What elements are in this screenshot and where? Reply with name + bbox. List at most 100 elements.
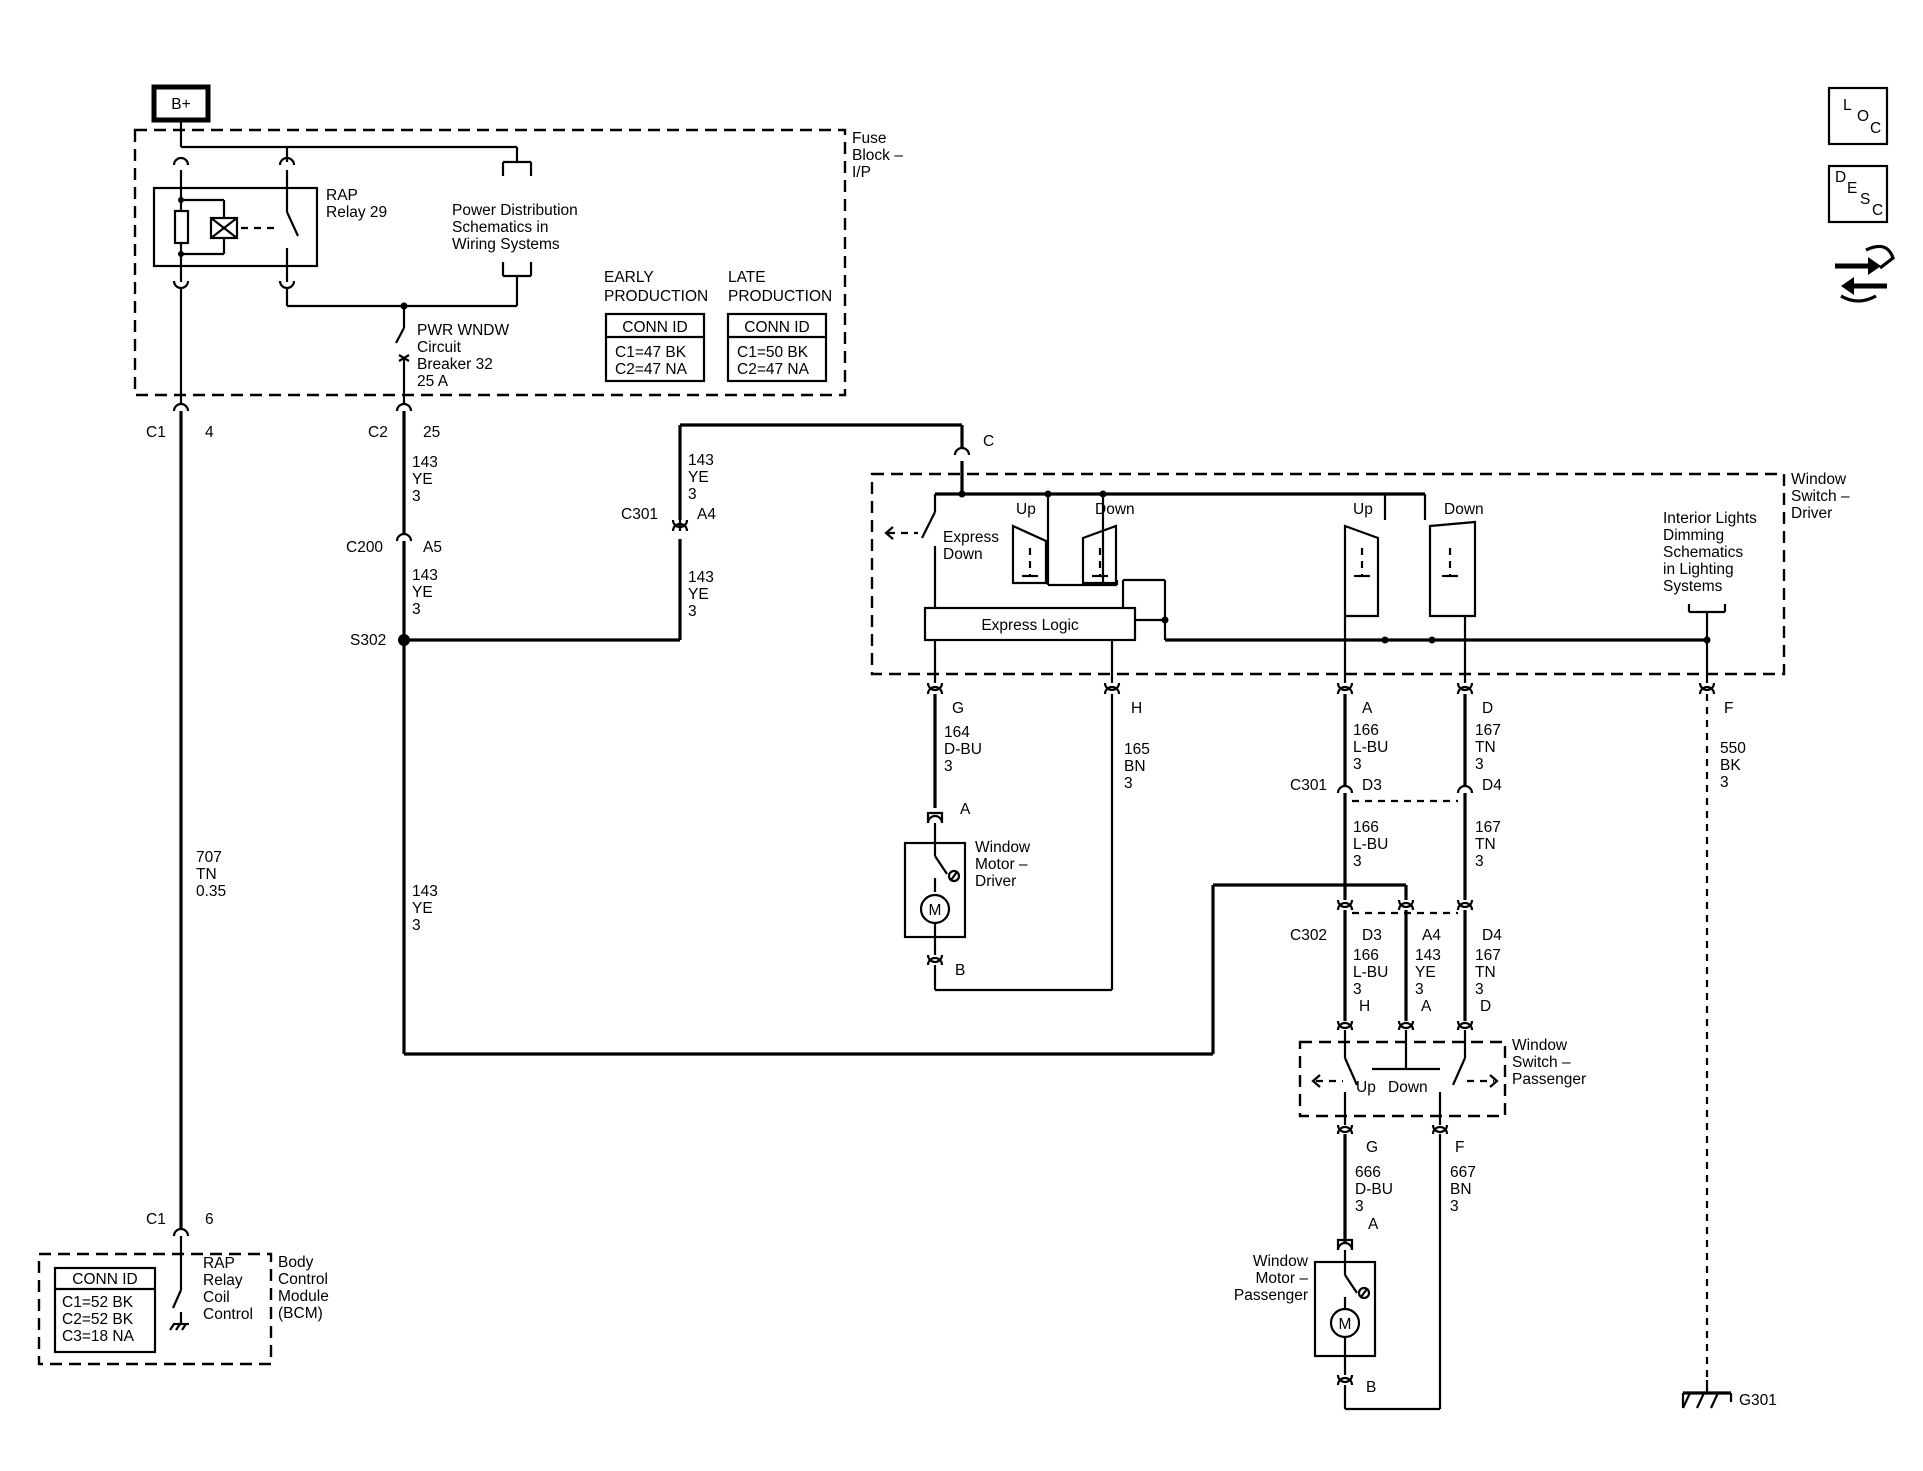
svg-text:C1: C1 — [146, 424, 166, 441]
svg-text:S: S — [1860, 191, 1870, 208]
svg-text:F: F — [1724, 700, 1733, 717]
svg-text:C301: C301 — [1290, 777, 1327, 794]
svg-text:A5: A5 — [423, 539, 442, 556]
svg-text:Down: Down — [1444, 501, 1484, 518]
svg-text:E: E — [1847, 180, 1857, 197]
svg-text:Down: Down — [1095, 501, 1135, 518]
svg-text:C1=52 BK: C1=52 BK — [62, 1294, 134, 1311]
svg-text:C1: C1 — [146, 1211, 166, 1228]
svg-text:D4: D4 — [1482, 927, 1502, 944]
driver-switch-pins: G H A D F — [926, 682, 1733, 717]
svg-text:B: B — [1366, 1379, 1376, 1396]
svg-text:C2: C2 — [368, 424, 388, 441]
svg-text:D: D — [1480, 998, 1491, 1015]
early-production-table: CONN ID C1=47 BK C2=47 NA — [604, 312, 706, 383]
desc-icon[interactable]: D E S C — [1827, 164, 1889, 224]
svg-text:S302: S302 — [350, 632, 386, 649]
svg-text:H: H — [1131, 700, 1142, 717]
svg-text:C2=47 NA: C2=47 NA — [737, 361, 810, 378]
svg-text:C2=52 BK: C2=52 BK — [62, 1311, 134, 1328]
svg-text:25: 25 — [423, 424, 440, 441]
svg-text:Up: Up — [1353, 501, 1373, 518]
svg-text:Up: Up — [1016, 501, 1036, 518]
svg-text:M: M — [929, 902, 942, 919]
svg-text:CONN ID: CONN ID — [622, 319, 687, 336]
svg-text:C: C — [1872, 202, 1883, 219]
svg-text:O: O — [1857, 108, 1869, 125]
svg-text:G301: G301 — [1739, 1392, 1777, 1409]
rap-relay — [152, 186, 319, 268]
battery-box: B+ — [151, 84, 211, 123]
svg-text:C200: C200 — [346, 539, 383, 556]
svg-text:C2=47 NA: C2=47 NA — [615, 361, 688, 378]
svg-text:C: C — [983, 433, 994, 450]
bcm-conn-table: CONN ID C1=52 BK C2=52 BK C3=18 NA — [53, 1266, 157, 1354]
arrows-icon[interactable] — [1835, 244, 1895, 303]
svg-text:C1=50 BK: C1=50 BK — [737, 344, 809, 361]
svg-text:Up: Up — [1356, 1079, 1376, 1096]
svg-text:6: 6 — [205, 1211, 214, 1228]
svg-text:A4: A4 — [697, 506, 716, 523]
svg-text:A4: A4 — [1422, 927, 1441, 944]
svg-text:C301: C301 — [621, 506, 658, 523]
svg-text:Down: Down — [1388, 1079, 1428, 1096]
svg-text:M: M — [1339, 1316, 1352, 1333]
svg-text:G: G — [952, 700, 964, 717]
svg-text:G: G — [1366, 1139, 1378, 1156]
svg-text:D3: D3 — [1362, 777, 1382, 794]
svg-text:H: H — [1359, 998, 1370, 1015]
svg-text:4: 4 — [205, 424, 214, 441]
svg-text:C1=47 BK: C1=47 BK — [615, 344, 687, 361]
svg-text:B+: B+ — [171, 96, 190, 113]
svg-text:D: D — [1482, 700, 1493, 717]
svg-text:D: D — [1835, 169, 1846, 186]
svg-text:A: A — [1421, 998, 1432, 1015]
svg-text:D4: D4 — [1482, 777, 1502, 794]
loc-icon[interactable]: L O C — [1827, 86, 1889, 146]
svg-text:CONN ID: CONN ID — [72, 1271, 137, 1288]
svg-text:L: L — [1843, 97, 1852, 114]
svg-text:C3=18 NA: C3=18 NA — [62, 1328, 135, 1345]
svg-text:D3: D3 — [1362, 927, 1382, 944]
late-production-table: CONN ID C1=50 BK C2=47 NA — [726, 312, 828, 383]
svg-text:Express Logic: Express Logic — [981, 617, 1079, 634]
